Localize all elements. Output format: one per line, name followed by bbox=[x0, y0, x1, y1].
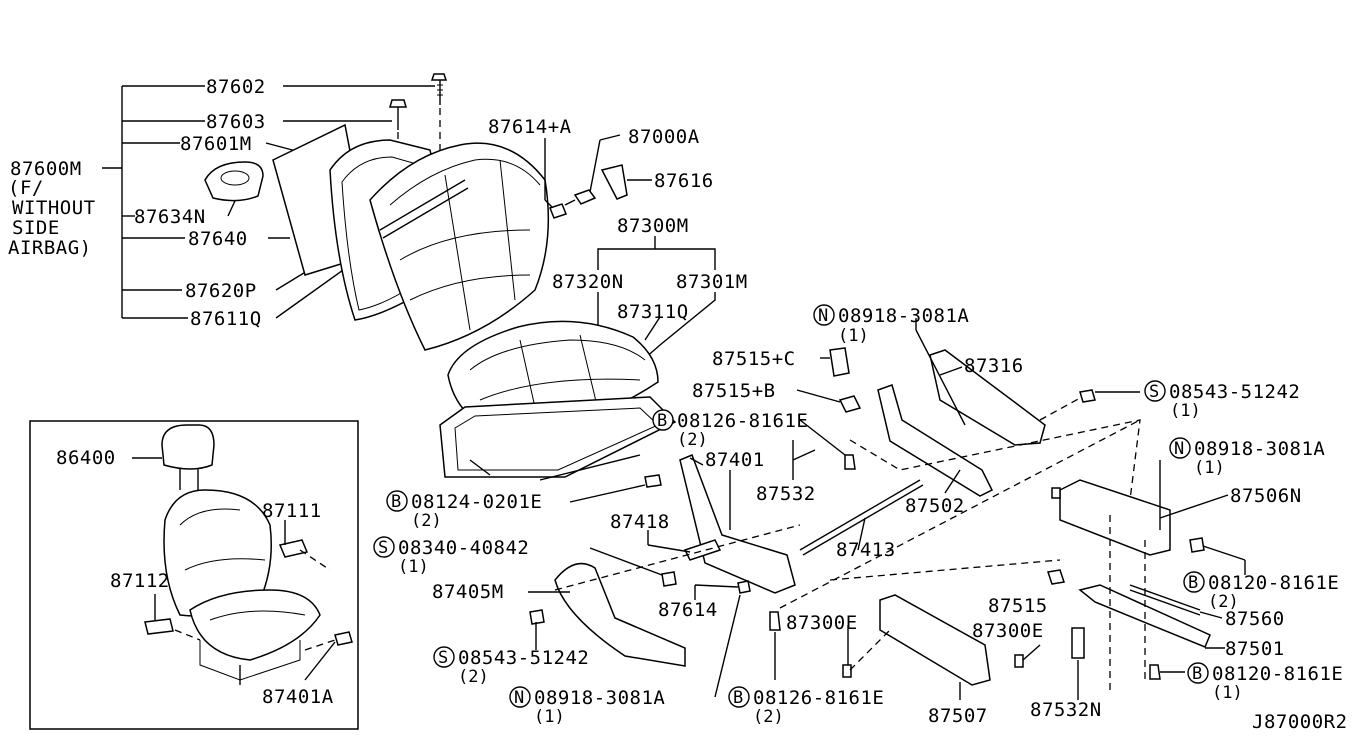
label-08543-top-qty: (1) bbox=[1170, 401, 1201, 421]
label-08120-bot: 08120-8161E bbox=[1212, 663, 1343, 685]
b-symbol-circle-top bbox=[652, 409, 674, 431]
label-08918-right-qty: (1) bbox=[1194, 458, 1225, 478]
label-87515B: 87515+B bbox=[692, 380, 776, 402]
label-08124: 08124-0201E bbox=[411, 491, 542, 513]
label-08340-qty: (1) bbox=[398, 557, 429, 577]
seat-track-mechanism bbox=[779, 318, 1246, 700]
b-symbol-08124: B bbox=[391, 492, 401, 512]
label-87600M: 87600M bbox=[10, 158, 82, 180]
label-08340: 08340-40842 bbox=[398, 537, 529, 559]
s-symbol-top: S bbox=[1149, 382, 1159, 402]
b-symbol-circle-08124 bbox=[386, 490, 408, 512]
b-symbol-08120-bot: B bbox=[1192, 664, 1202, 684]
callout-labels: 87602 87603 87601M 87600M (F/ WITHOUT SI… bbox=[8, 76, 1348, 733]
n-symbol-circle-bot bbox=[509, 686, 531, 708]
label-08120-top-qty: (2) bbox=[1208, 592, 1239, 612]
b-symbol-08120-top: B bbox=[1188, 573, 1198, 593]
n-symbol-circle bbox=[813, 304, 835, 326]
label-08120-bot-qty: (1) bbox=[1212, 683, 1243, 703]
label-87506N: 87506N bbox=[1230, 485, 1302, 507]
label-08918-bot: 08918-3081A bbox=[534, 687, 665, 709]
n-symbol-bot: N bbox=[514, 688, 524, 708]
label-08126-bot-qty: (2) bbox=[753, 707, 784, 727]
label-87515C: 87515+C bbox=[712, 348, 796, 370]
s-symbol-circle-08340 bbox=[373, 536, 395, 558]
label-87532N: 87532N bbox=[1030, 699, 1102, 721]
label-87401: 87401 bbox=[705, 449, 765, 471]
s-symbol-bot: S bbox=[438, 648, 448, 668]
seat-cushion-group bbox=[439, 236, 716, 481]
label-87600M-note-2: WITHOUT bbox=[12, 197, 96, 219]
label-87603: 87603 bbox=[206, 111, 266, 133]
recliner-parts bbox=[544, 134, 652, 219]
s-symbol-circle-top bbox=[1144, 380, 1166, 402]
s-symbol-circle-bot bbox=[433, 646, 455, 668]
label-87515: 87515 bbox=[988, 595, 1048, 617]
label-87405M: 87405M bbox=[432, 581, 504, 603]
recliner-side-parts bbox=[528, 454, 801, 698]
label-87620P: 87620P bbox=[185, 280, 257, 302]
b-symbol-circle-08126-bot bbox=[728, 686, 750, 708]
label-08126-top-qty: (2) bbox=[677, 430, 708, 450]
seatback-group bbox=[102, 73, 550, 351]
label-87507: 87507 bbox=[928, 705, 988, 727]
label-08543-bot: 08543-51242 bbox=[458, 647, 589, 669]
label-87418: 87418 bbox=[610, 511, 670, 533]
label-87600M-note-3: SIDE bbox=[12, 217, 60, 239]
label-87532: 87532 bbox=[756, 483, 816, 505]
label-87413: 87413 bbox=[836, 539, 896, 561]
n-symbol-top: N bbox=[818, 306, 828, 326]
label-08126-bot: 08126-8161E bbox=[753, 687, 884, 709]
label-87111: 87111 bbox=[262, 500, 322, 522]
label-87614: 87614 bbox=[658, 599, 718, 621]
label-87602: 87602 bbox=[206, 76, 266, 98]
n-symbol-right: N bbox=[1174, 439, 1184, 459]
label-08918-top: 08918-3081A bbox=[838, 305, 969, 327]
label-87614A: 87614+A bbox=[488, 116, 572, 138]
label-87320N: 87320N bbox=[552, 271, 624, 293]
label-87401A: 87401A bbox=[262, 686, 334, 708]
label-87560: 87560 bbox=[1225, 608, 1285, 630]
label-87501: 87501 bbox=[1225, 638, 1285, 660]
label-08120-top: 08120-8161E bbox=[1208, 572, 1339, 594]
label-08918-right: 08918-3081A bbox=[1194, 438, 1325, 460]
b-symbol-circle-08120-bot bbox=[1187, 662, 1209, 684]
label-87300M: 87300M bbox=[617, 215, 689, 237]
label-87616: 87616 bbox=[654, 170, 714, 192]
label-87000A: 87000A bbox=[628, 126, 700, 148]
b-symbol-top: B bbox=[657, 411, 667, 431]
label-87112: 87112 bbox=[110, 570, 170, 592]
label-08543-bot-qty: (2) bbox=[458, 667, 489, 687]
inset-panel bbox=[29, 420, 359, 730]
label-87634N: 87634N bbox=[134, 206, 206, 228]
label-08918-bot-qty: (1) bbox=[534, 707, 565, 727]
label-87601M: 87601M bbox=[180, 133, 252, 155]
label-08918-top-qty: (1) bbox=[838, 326, 869, 346]
label-87502: 87502 bbox=[905, 495, 965, 517]
b-symbol-circle-08120-top bbox=[1183, 571, 1205, 593]
diagram-code: J87000R2 bbox=[1252, 711, 1348, 733]
label-08126-top: 08126-8161E bbox=[677, 410, 808, 432]
label-87640: 87640 bbox=[188, 228, 248, 250]
label-87600M-note-4: AIRBAG) bbox=[8, 237, 92, 259]
label-87300E-b: 87300E bbox=[972, 620, 1044, 642]
label-87300E-a: 87300E bbox=[786, 612, 858, 634]
label-87611Q: 87611Q bbox=[190, 308, 262, 330]
label-87600M-note-1: (F/ bbox=[8, 177, 44, 199]
s-symbol-08340: S bbox=[378, 538, 388, 558]
n-symbol-circle-right bbox=[1169, 437, 1191, 459]
label-86400: 86400 bbox=[56, 447, 116, 469]
b-symbol-08126-bot: B bbox=[733, 688, 743, 708]
label-87311Q: 87311Q bbox=[617, 301, 689, 323]
label-08543-top: 08543-51242 bbox=[1169, 381, 1300, 403]
label-87316: 87316 bbox=[964, 355, 1024, 377]
label-87301M: 87301M bbox=[676, 271, 748, 293]
label-08124-qty: (2) bbox=[411, 511, 442, 531]
